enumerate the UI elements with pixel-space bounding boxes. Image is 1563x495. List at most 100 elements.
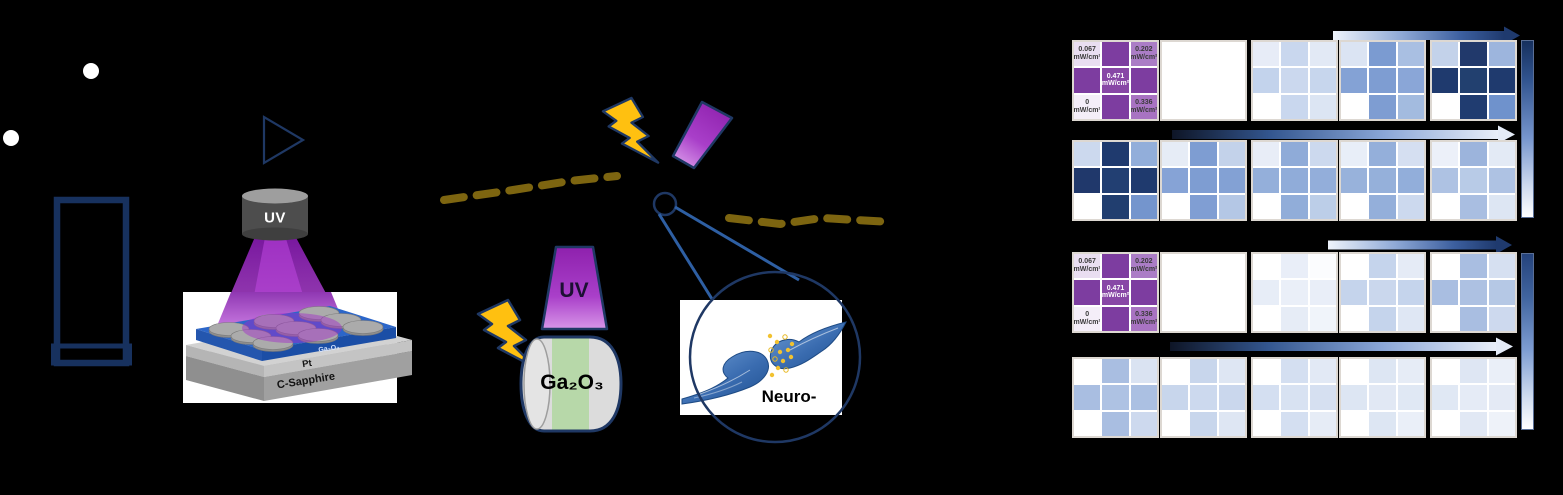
heatmap-cell — [1074, 280, 1101, 305]
lightning-bolt-top — [601, 96, 660, 164]
heatmap-cell — [1488, 42, 1515, 67]
heatmap-cell — [1432, 359, 1459, 384]
heatmap-cell — [1218, 142, 1245, 167]
heatmap-cell — [1341, 194, 1368, 219]
heatmap-cell — [1162, 142, 1189, 167]
heatmap-cell — [1369, 280, 1396, 305]
heatmap-cell — [1488, 68, 1515, 93]
heatmap-cell — [1130, 359, 1157, 384]
heatmap-grid-top-depression-3 — [1251, 140, 1338, 221]
heatmap-cell — [1130, 280, 1157, 305]
heatmap-cell — [1162, 68, 1189, 93]
heatmap-cell — [1102, 306, 1129, 331]
gradient-arrow-bottom-right — [1328, 236, 1512, 254]
heatmap-cell — [1397, 306, 1424, 331]
heatmap-cell — [1218, 194, 1245, 219]
heatmap-cell — [1488, 280, 1515, 305]
uv-cone-vertical — [540, 245, 609, 331]
heatmap-cell — [1130, 168, 1157, 193]
magnifier-source-circle — [652, 191, 678, 217]
heatmap-cell — [1432, 385, 1459, 410]
heatmap-cell — [1432, 411, 1459, 436]
heatmap-cell — [1432, 42, 1459, 67]
heatmap-cell — [1369, 142, 1396, 167]
heatmap-cell — [1190, 359, 1217, 384]
heatmap-cell — [1460, 142, 1487, 167]
heatmap-cell — [1309, 68, 1336, 93]
heatmap-cell — [1074, 168, 1101, 193]
heatmap-cell — [1074, 359, 1101, 384]
heatmap-cell — [1460, 42, 1487, 67]
heatmap-cell — [1309, 142, 1336, 167]
heatmap-cell — [1218, 168, 1245, 193]
heatmap-cell — [1190, 411, 1217, 436]
heatmap-cell — [1460, 68, 1487, 93]
heatmap-cell — [1281, 359, 1308, 384]
heatmap-cell — [1432, 142, 1459, 167]
heatmap-cell — [1102, 254, 1129, 279]
heatmap-cell — [1281, 306, 1308, 331]
ga2o3-cylinder — [519, 335, 623, 433]
heatmap-cell — [1341, 42, 1368, 67]
heatmap-cell — [1281, 68, 1308, 93]
heatmap-cell — [1190, 306, 1217, 331]
heatmap-cell — [1341, 168, 1368, 193]
heatmap-cell — [1102, 385, 1129, 410]
heatmap-cell — [1309, 306, 1336, 331]
heatmap-cell — [1253, 42, 1280, 67]
heatmap-grid-bottom-depression-1 — [1072, 357, 1159, 438]
heatmap-cell — [1341, 68, 1368, 93]
electrode-discs — [208, 306, 384, 352]
heatmap-cell — [1460, 306, 1487, 331]
heatmap-cell — [1218, 254, 1245, 279]
heatmap-cell — [1130, 385, 1157, 410]
heatmap-cell — [1397, 385, 1424, 410]
heatmap-cell — [1281, 280, 1308, 305]
heatmap-cell — [1190, 385, 1217, 410]
heatmap-cell — [1397, 359, 1424, 384]
heatmap-grid-bottom-potentiation-2 — [1160, 252, 1247, 333]
heatmap-cell — [1488, 306, 1515, 331]
heatmap-cell — [1488, 411, 1515, 436]
neurotransmitter-dots — [767, 333, 795, 378]
heatmap-grid-bottom-depression-2 — [1160, 357, 1247, 438]
gradient-arrow-top-middle — [1172, 125, 1515, 144]
heatmap-cell — [1488, 254, 1515, 279]
heatmap-cell — [1218, 42, 1245, 67]
heatmap-cell — [1432, 280, 1459, 305]
heatmap-cell — [1488, 385, 1515, 410]
heatmap-cell — [1253, 306, 1280, 331]
heatmap-cell — [1369, 411, 1396, 436]
heatmap-cell — [1253, 385, 1280, 410]
synapse-inset — [680, 270, 862, 444]
white-dot-2 — [3, 130, 19, 146]
heatmap-cell — [1281, 42, 1308, 67]
heatmap-cell — [1341, 280, 1368, 305]
heatmap-cell — [1397, 68, 1424, 93]
heatmap-grid-bottom-depression-5 — [1430, 357, 1517, 438]
magnifier-callout — [652, 191, 800, 300]
heatmap-grid-top-depression-1 — [1072, 140, 1159, 221]
heatmap-cell — [1369, 254, 1396, 279]
heatmap-grid-top-depression-5 — [1430, 140, 1517, 221]
heatmap-grid-bottom-potentiation-3 — [1251, 252, 1338, 333]
heatmap-grid-top-depression-2 — [1160, 140, 1247, 221]
heatmap-cell — [1341, 411, 1368, 436]
heatmap-cell — [1281, 168, 1308, 193]
axon-dashed-line-left — [440, 172, 621, 204]
heatmap-cell — [1162, 254, 1189, 279]
heatmap-cell — [1488, 142, 1515, 167]
heatmap-cell — [1190, 94, 1217, 119]
pt-front-face — [264, 340, 412, 377]
heatmap-cell — [1074, 411, 1101, 436]
heatmap-grid-bottom-potentiation-5 — [1430, 252, 1517, 333]
heatmap-cell — [1162, 359, 1189, 384]
